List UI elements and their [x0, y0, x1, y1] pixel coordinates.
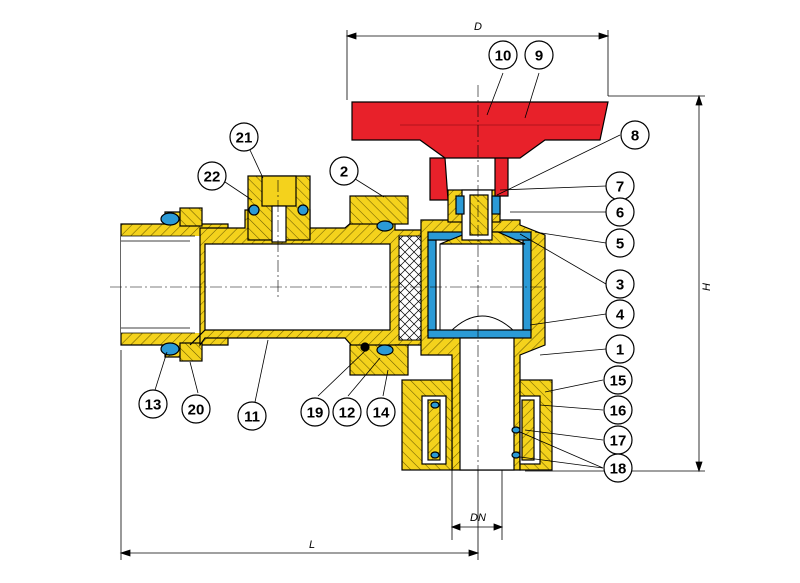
callout-8-circle: [620, 120, 650, 150]
dimension-dn: [450, 470, 504, 540]
callout-15: 15: [610, 373, 627, 390]
callout-19-circle: [300, 397, 330, 427]
dimension-d: [345, 30, 610, 100]
dimension-d-label: D: [474, 21, 482, 33]
callout-3: 3: [616, 277, 624, 294]
callout-16-circle: [603, 395, 633, 425]
callout-2-circle: [329, 156, 359, 186]
callout-9-circle: [524, 40, 554, 70]
callout-22-circle: [197, 161, 227, 191]
callout-12-circle: [332, 397, 362, 427]
callout-21-circle: [229, 122, 259, 152]
t-handle: [351, 101, 609, 201]
callout-4-circle: [605, 299, 635, 329]
callout-14-circle: [366, 397, 396, 427]
dimension-l: [119, 350, 480, 560]
callout-10-circle: [488, 40, 518, 70]
callout-4: 4: [616, 307, 625, 324]
callout-15-circle: [603, 365, 633, 395]
dimension-dn-label: DN: [470, 512, 486, 524]
union-nut: [349, 195, 409, 376]
callout-20: 20: [188, 402, 205, 419]
callout-numbers: 10 9 8 7 6 5 3 4 1 15 16 17 18 2 21 22 1…: [145, 48, 640, 478]
dimension-h-label: H: [701, 283, 713, 291]
callout-18: 18: [610, 461, 627, 478]
callout-17: 17: [610, 433, 627, 450]
callout-1-circle: [605, 334, 635, 364]
callout-leaders: [154, 72, 621, 469]
strainer-element: [398, 235, 422, 341]
callout-10: 10: [495, 48, 512, 65]
callout-21: 21: [236, 130, 253, 147]
callout-16: 16: [610, 403, 627, 420]
callout-19: 19: [307, 405, 324, 422]
callout-7: 7: [616, 179, 624, 196]
callout-11-circle: [237, 401, 267, 431]
callout-5: 5: [616, 236, 624, 253]
callout-2: 2: [340, 164, 348, 181]
callout-13: 13: [145, 397, 162, 414]
branch-port: [247, 175, 311, 243]
callout-1: 1: [616, 342, 624, 359]
callout-5-circle: [605, 228, 635, 258]
callout-13-circle: [138, 389, 168, 419]
callout-3-circle: [605, 269, 635, 299]
callout-22: 22: [204, 169, 221, 186]
callout-14: 14: [373, 405, 390, 422]
centerlines: [110, 85, 548, 470]
callout-18-circle: [603, 453, 633, 483]
callout-9: 9: [535, 48, 543, 65]
callout-6: 6: [616, 205, 624, 222]
stem-assembly: [447, 189, 501, 241]
callout-8: 8: [631, 128, 639, 145]
callout-20-circle: [181, 394, 211, 424]
outlet-tail: [401, 379, 553, 471]
callout-6-circle: [605, 197, 635, 227]
callout-11: 11: [244, 409, 260, 426]
dimension-l-label: L: [309, 539, 315, 551]
callout-bubbles: [138, 40, 650, 483]
callout-12: 12: [339, 405, 356, 422]
